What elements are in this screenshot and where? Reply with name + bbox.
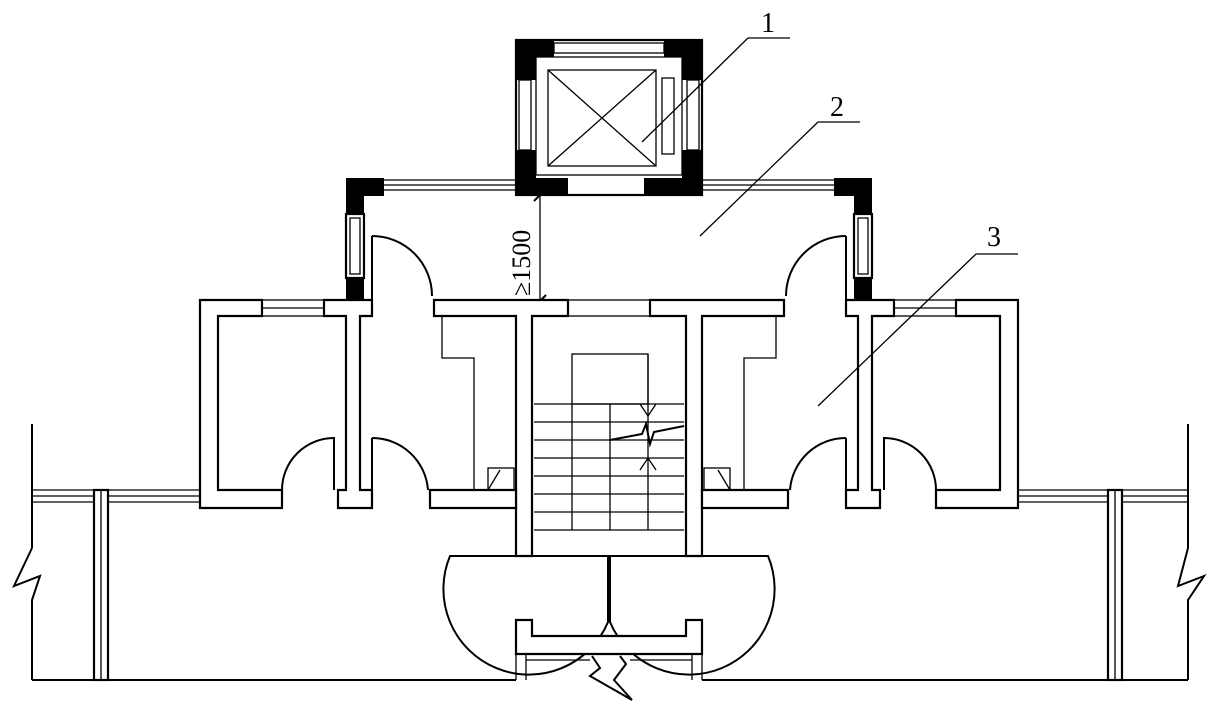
entrance: [442, 555, 776, 701]
label-1: 1: [761, 8, 775, 39]
label-3-entrance-hall: 3: [817, 222, 1018, 407]
corridor-walls: [198, 298, 1020, 558]
label-2-elevator-lobby: 2: [699, 92, 860, 237]
staircase: [534, 353, 685, 531]
label-2: 2: [830, 92, 844, 123]
label-1-elevator: 1: [641, 8, 790, 143]
outer-gallery: [12, 424, 1207, 682]
elevator-car: [547, 69, 657, 167]
label-3: 3: [987, 222, 1001, 253]
lobby-depth-dimension: ≥1500: [507, 188, 547, 308]
elevator-lobby: [344, 178, 874, 300]
elevator-shaft: [514, 38, 704, 197]
dimension-label: ≥1500: [507, 230, 536, 296]
